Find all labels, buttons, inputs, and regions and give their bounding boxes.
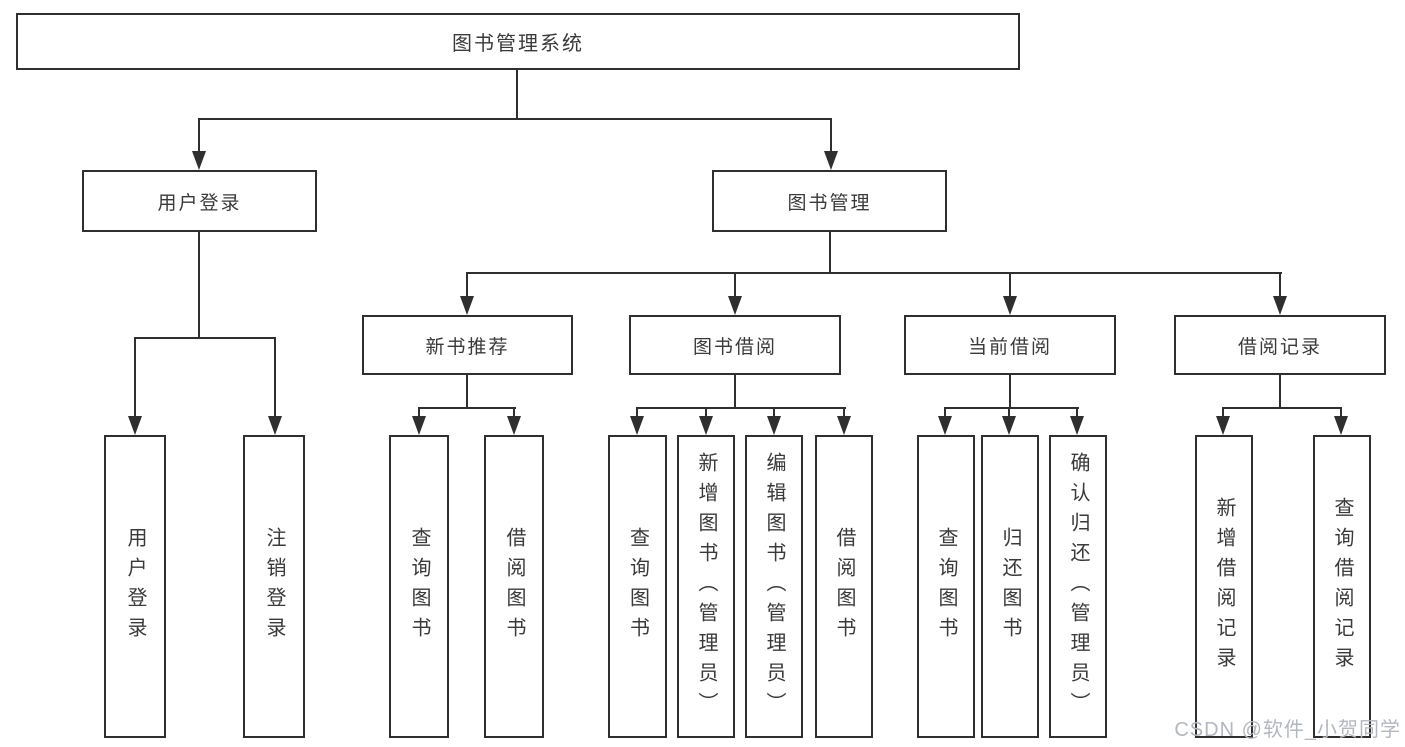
connector-currentborrow-bus [944, 407, 1079, 409]
leaf-query-books-current: 查询图书 [917, 435, 975, 738]
connector-bookborrow-bus [636, 407, 846, 409]
leaf-logout: 注销登录 [243, 435, 305, 738]
arrow-down-icon [1003, 296, 1017, 315]
leaf-borrow-books-recommend: 借阅图书 [484, 435, 544, 738]
connector-userlogin-stem [198, 232, 200, 337]
arrow-down-icon [728, 296, 742, 315]
connector-bookborrow-stem [734, 375, 736, 407]
leaf-label: 查询图书 [935, 526, 957, 647]
connector-drop-book-management [830, 118, 832, 151]
connector-drop [944, 407, 946, 416]
leaf-label: 查询图书 [626, 526, 649, 647]
csdn-watermark: CSDN @软件_小贺同学 [1174, 719, 1401, 741]
connector-bookmgmt-stem [829, 232, 831, 272]
leaf-label: 查询借阅记录 [1331, 496, 1353, 677]
leaf-label: 归还图书 [999, 526, 1021, 647]
arrow-down-icon [460, 296, 474, 315]
connector-drop [1076, 407, 1078, 416]
connector-bookmgmt-bus [466, 272, 1282, 274]
connector-drop [773, 407, 775, 416]
connector-drop-leaf-user-login [134, 337, 136, 416]
leaf-add-books-admin: 新增图书（管理员） [677, 435, 735, 738]
leaf-user-login: 用户登录 [104, 435, 166, 738]
connector-drop [418, 407, 420, 416]
arrow-down-icon [1216, 416, 1230, 435]
leaf-label: 编辑图书（管理员） [763, 451, 785, 722]
connector-root-bus [198, 118, 831, 120]
connector-drop [1222, 407, 1224, 416]
arrow-down-icon [1273, 296, 1287, 315]
arrow-down-icon [1002, 416, 1016, 435]
connector-drop-current-borrowing [1009, 272, 1011, 296]
arrow-down-icon [699, 416, 713, 435]
connector-drop [1340, 407, 1342, 416]
connector-drop-leaf-logout [274, 337, 276, 416]
connector-drop-user-login [198, 118, 200, 151]
connector-records-bus [1222, 407, 1342, 409]
connector-drop [843, 407, 845, 416]
leaf-label: 查询图书 [408, 526, 430, 647]
node-book-borrowing: 图书借阅 [629, 315, 841, 375]
node-user-login: 用户登录 [82, 170, 317, 232]
node-library-management-system: 图书管理系统 [16, 13, 1020, 70]
leaf-query-books-borrowing: 查询图书 [608, 435, 667, 738]
leaf-query-books-recommend: 查询图书 [389, 435, 449, 738]
connector-userlogin-bus [134, 337, 276, 339]
connector-drop [1008, 407, 1010, 416]
arrow-down-icon [767, 416, 781, 435]
arrow-down-icon [824, 151, 838, 170]
leaf-label: 新增借阅记录 [1213, 496, 1235, 677]
leaf-label: 确认归还（管理员） [1067, 451, 1089, 722]
arrow-down-icon [630, 416, 644, 435]
arrow-down-icon [192, 151, 206, 170]
arrow-down-icon [268, 416, 282, 435]
node-borrowing-records: 借阅记录 [1174, 315, 1386, 375]
leaf-borrow-books: 借阅图书 [815, 435, 873, 738]
leaf-add-borrow-record: 新增借阅记录 [1195, 435, 1253, 738]
leaf-label: 注销登录 [263, 526, 285, 647]
connector-newbook-stem [466, 375, 468, 407]
arrow-down-icon [507, 416, 521, 435]
leaf-return-books: 归还图书 [981, 435, 1039, 738]
leaf-label: 借阅图书 [503, 526, 525, 647]
connector-currentborrow-stem [1009, 375, 1011, 407]
connector-drop-new-book [466, 272, 468, 296]
leaf-label: 用户登录 [124, 526, 146, 647]
arrow-down-icon [1070, 416, 1084, 435]
leaf-query-borrow-record: 查询借阅记录 [1313, 435, 1371, 738]
connector-drop [513, 407, 515, 416]
leaf-label: 借阅图书 [833, 526, 855, 647]
arrow-down-icon [128, 416, 142, 435]
leaf-label: 新增图书（管理员） [695, 451, 717, 722]
connector-root-stem [516, 70, 518, 118]
arrow-down-icon [938, 416, 952, 435]
connector-drop [705, 407, 707, 416]
arrow-down-icon [837, 416, 851, 435]
connector-records-stem [1279, 375, 1281, 407]
node-new-book-recommendation: 新书推荐 [362, 315, 573, 375]
arrow-down-icon [1334, 416, 1348, 435]
node-book-management: 图书管理 [712, 170, 947, 232]
node-current-borrowing: 当前借阅 [904, 315, 1116, 375]
arrow-down-icon [412, 416, 426, 435]
leaf-confirm-return-admin: 确认归还（管理员） [1049, 435, 1107, 738]
connector-drop [636, 407, 638, 416]
connector-newbook-bus [418, 407, 516, 409]
connector-drop-borrowing-records [1279, 272, 1281, 296]
leaf-edit-books-admin: 编辑图书（管理员） [745, 435, 803, 738]
connector-drop-book-borrowing [734, 272, 736, 296]
